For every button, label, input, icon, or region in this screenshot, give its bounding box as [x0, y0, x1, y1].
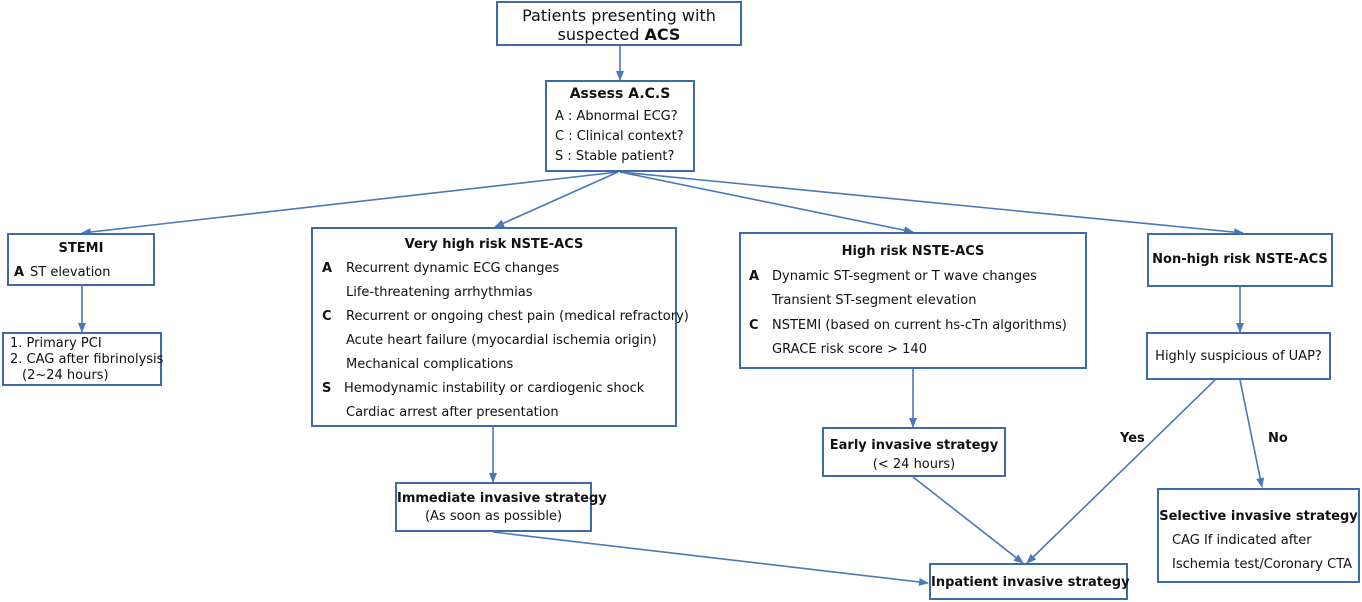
assess-item: S : Stable patient? [555, 149, 675, 164]
arrow-uap-yes-to-inpatient [1026, 379, 1216, 564]
stemi-a-letter: A [14, 265, 25, 280]
early-subtitle: (< 24 hours) [872, 457, 956, 472]
high-item: Dynamic ST-segment or T wave changes [772, 269, 1037, 284]
very-high-title: Very high risk NSTE-ACS [404, 237, 584, 252]
very-high-a-letter: A [322, 261, 333, 276]
very-high-item: Hemodynamic instability or cardiogenic s… [344, 381, 645, 396]
high-item: NSTEMI (based on current hs-cTn algorith… [772, 318, 1067, 333]
assess-item: C : Clinical context? [555, 129, 684, 144]
arrow-assess-to-stemi [81, 171, 619, 236]
root-node: Patients presenting with suspected ACS [496, 1, 742, 46]
stemi-title: STEMI [58, 241, 104, 256]
uap-question-node: Highly suspicious of UAP? [1146, 332, 1331, 380]
very-high-item: Mechanical complications [346, 357, 514, 372]
arrow-assess-to-very-high [494, 171, 619, 228]
immediate-strategy-node: Immediate invasive strategy (As soon as … [395, 482, 607, 532]
very-high-item: Recurrent or ongoing chest pain (medical… [346, 309, 689, 324]
root-line-2: suspected ACS [498, 25, 740, 44]
root-line-1: Patients presenting with [522, 6, 716, 25]
stemi-node: STEMI A ST elevation [7, 233, 155, 286]
arrow-assess-to-non-high [619, 171, 1244, 237]
assess-item: A : Abnormal ECG? [555, 109, 678, 124]
very-high-item: Cardiac arrest after presentation [346, 405, 559, 420]
high-item: GRACE risk score > 140 [772, 342, 927, 357]
stemi-treatment-item: 1. Primary PCI [10, 336, 102, 351]
inpatient-title: Inpatient invasive strategy [931, 575, 1130, 590]
arrow-uap-no-to-selective [1239, 379, 1265, 488]
stemi-a-text: ST elevation [30, 265, 111, 280]
inpatient-strategy-node: Inpatient invasive strategy [929, 563, 1130, 600]
high-risk-node: High risk NSTE-ACS A Dynamic ST-segment … [739, 232, 1087, 369]
high-c-letter: C [749, 318, 759, 333]
arrow-immediate-to-inpatient [492, 531, 929, 586]
stemi-treatment-item: (2~24 hours) [22, 368, 109, 383]
very-high-item: Recurrent dynamic ECG changes [346, 261, 560, 276]
immediate-subtitle: (As soon as possible) [424, 509, 563, 524]
high-title: High risk NSTE-ACS [841, 244, 985, 259]
selective-strategy-node: Selective invasive strategy CAG If indic… [1157, 488, 1360, 583]
very-high-item: Acute heart failure (myocardial ischemia… [346, 333, 657, 348]
arrow-assess-to-high [619, 171, 914, 235]
high-a-letter: A [749, 269, 760, 284]
early-title: Early invasive strategy [829, 438, 999, 453]
selective-title: Selective invasive strategy [1159, 509, 1358, 524]
root-line-2-text: suspected [557, 25, 645, 44]
stemi-treatment-node: 1. Primary PCI 2. CAG after fibrinolysis… [2, 332, 164, 386]
uap-text: Highly suspicious of UAP? [1155, 349, 1322, 364]
arrow-early-to-inpatient [912, 476, 1024, 564]
root-acs-bold: ACS [644, 25, 681, 44]
very-high-s-letter: S [322, 381, 332, 396]
non-high-risk-node: Non-high risk NSTE-ACS [1147, 233, 1333, 287]
no-label: No [1268, 431, 1288, 446]
selective-item: CAG If indicated after [1172, 533, 1312, 548]
yes-label: Yes [1120, 431, 1145, 446]
selective-item: Ischemia test/Coronary CTA [1172, 557, 1353, 572]
immediate-title: Immediate invasive strategy [397, 491, 607, 506]
assess-title: Assess A.C.S [569, 86, 671, 102]
early-strategy-node: Early invasive strategy (< 24 hours) [822, 427, 1006, 477]
high-item: Transient ST-segment elevation [772, 293, 977, 308]
stemi-treatment-item: 2. CAG after fibrinolysis [10, 352, 164, 367]
very-high-c-letter: C [322, 309, 332, 324]
very-high-risk-node: Very high risk NSTE-ACS A Recurrent dyna… [311, 227, 689, 427]
non-high-title: Non-high risk NSTE-ACS [1152, 252, 1328, 267]
assess-node: Assess A.C.S A : Abnormal ECG? C : Clini… [545, 80, 695, 172]
very-high-item: Life-threatening arrhythmias [346, 285, 533, 300]
